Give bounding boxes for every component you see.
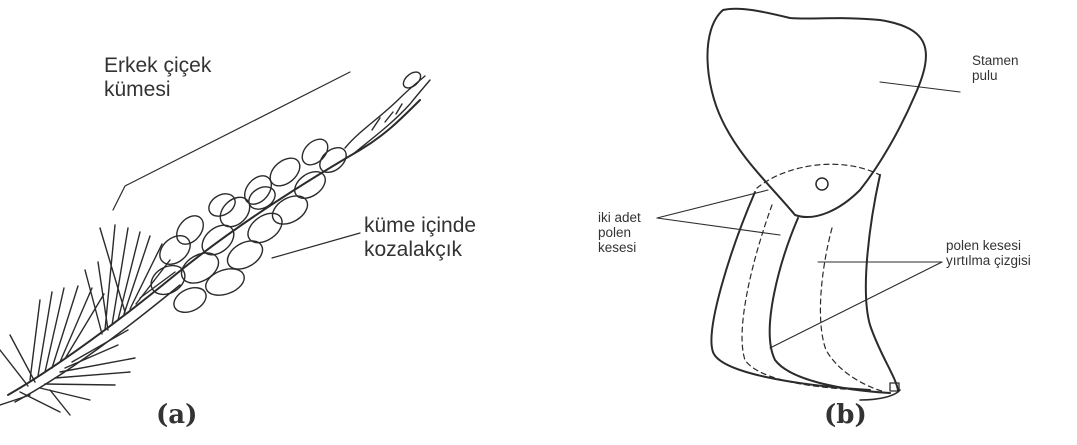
leader-line-cone — [272, 233, 360, 258]
stamen-illustration — [657, 9, 960, 400]
label-stamen-scale: Stamen pulu — [972, 53, 1019, 83]
label-male-cluster: Erkek çiçek kümesi — [104, 54, 211, 101]
leader-line-pollen-sacs-2 — [657, 218, 780, 235]
caption-b: (b) — [824, 400, 867, 430]
branch-tip — [345, 69, 430, 155]
leader-line-pollen-sacs-1 — [657, 190, 768, 218]
male-cone-cluster — [146, 134, 351, 317]
pollen-sac-right — [866, 175, 898, 390]
pollen-sac-left — [711, 192, 870, 390]
leader-line-dehiscence-2 — [770, 262, 942, 348]
label-dehiscence-line: polen kesesi yırtılma çizgisi — [946, 238, 1031, 268]
label-two-pollen-sacs: iki adet polen kesesi — [598, 210, 641, 255]
caption-a: (a) — [156, 400, 197, 430]
label-cone-in-cluster: küme içinde kozalakçık — [364, 214, 476, 261]
pine-needles — [0, 225, 175, 415]
